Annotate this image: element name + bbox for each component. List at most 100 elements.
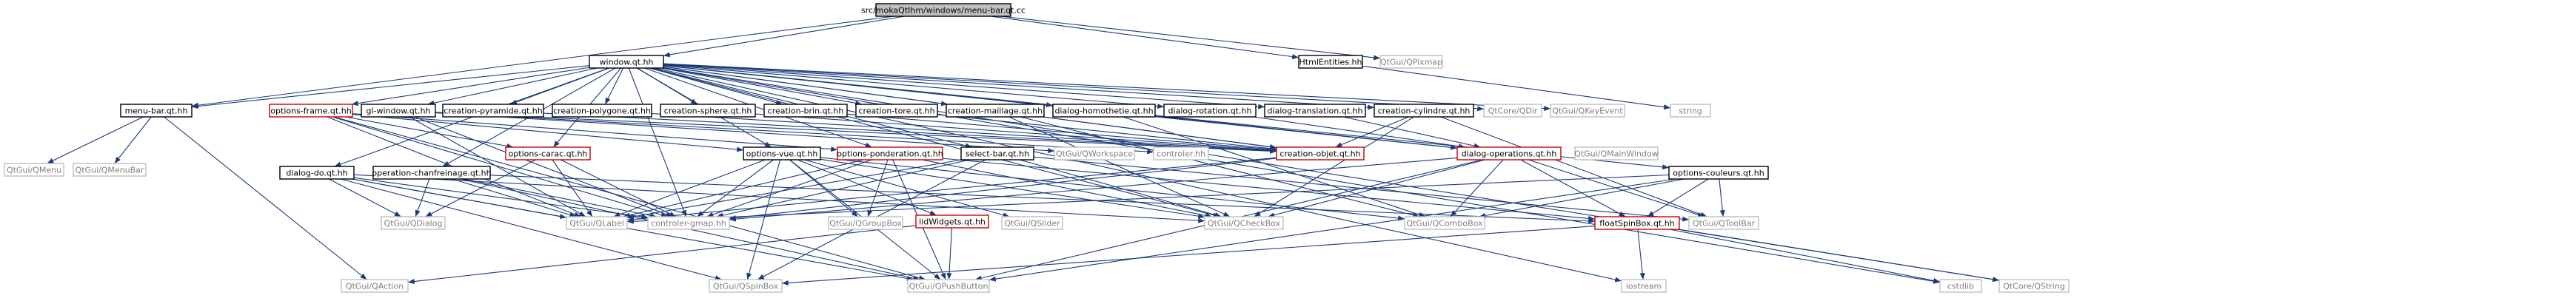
edge-menubarhh-to-qmenu [47,116,144,164]
node-box-creapyramide [442,104,544,118]
node-creamaillage[interactable]: creation-maillage.qt.hh [946,104,1045,118]
edge-root-to-menubarhh [191,16,894,108]
edge-window-to-qdir [663,63,1485,112]
node-box-glwindow [361,104,436,118]
node-optcarac[interactable]: options-carac.qt.hh [505,146,591,161]
node-creapyramide[interactable]: creation-pyramide.qt.hh [442,104,544,118]
node-dlgtrans[interactable]: dialog-translation.qt.hh [1264,104,1366,118]
node-label-window: window.qt.hh [600,58,654,67]
node-box-qcheckbox [1204,216,1284,230]
edge-optpond-to-controlergmap [706,159,872,217]
node-box-qcombobox [1404,216,1485,230]
node-controler: controler.hh [1153,146,1209,161]
edge-optionsframe-to-optvue [352,114,744,152]
node-label-qtoolbar: QtGui/QToolBar [1693,219,1756,229]
node-creapolygone[interactable]: creation-polygone.qt.hh [552,104,652,118]
edge-optpond-to-qgroupbox [867,159,889,217]
edge-optcarac-to-controlergmap [560,159,677,217]
node-qpixmap: QtGui/QPixmap [1379,55,1443,69]
node-optvue[interactable]: options-vue.qt.hh [743,146,821,161]
node-htmlentities[interactable]: HtmlEntities.hh [1298,55,1363,69]
edge-optcarac-to-qlabel [552,159,593,217]
edge-window-to-cstdlib [663,67,1941,284]
edge-dlgops-to-floatspin [1520,159,1626,217]
node-label-opchanfrein: operation-chanfreinage.qt.hh [372,169,491,178]
node-box-window [589,55,664,69]
edge-optionsframe-to-optpond [352,113,838,152]
edge-lidwidgets-to-qaction [407,225,917,285]
node-creacyl[interactable]: creation-cylindre.qt.hh [1374,104,1474,118]
node-optpond[interactable]: options-ponderation.qt.hh [837,146,943,161]
node-label-controlergmap: controler-gmap.hh [651,219,726,229]
node-label-creatore: creation-tore.qt.hh [858,107,934,116]
node-glwindow[interactable]: gl-window.qt.hh [361,104,436,118]
node-box-optcarac [505,146,591,161]
node-label-qstring: QtCore/QString [2003,282,2065,291]
edge-selectbar-to-qcheckbox [1019,159,1222,217]
node-root[interactable]: src/mokaQtIhm/windows/menu-bar.qt.cc [861,3,1026,17]
node-label-qmainwindow: QtGui/QMainWindow [1574,149,1659,159]
edge-opchanfrein-to-qdialog [415,178,430,217]
edge-optcouleurs-to-qcombobox [1479,178,1685,218]
node-label-optpond: options-ponderation.qt.hh [837,149,943,159]
node-dlgrot[interactable]: dialog-rotation.qt.hh [1163,104,1257,118]
edge-root-to-window [663,16,906,58]
edge-selectbar-to-qlabel [626,159,962,220]
node-label-dlgtrans: dialog-translation.qt.hh [1268,107,1363,116]
node-dlgops[interactable]: dialog-operations.qt.hh [1456,146,1562,161]
node-qpushbutton: QtGui/QPushButton [907,279,990,293]
node-creasphere[interactable]: creation-sphere.qt.hh [660,104,756,118]
node-selectbar[interactable]: select-bar.qt.hh [960,146,1034,161]
edge-creasphere-to-creaobjet [755,113,1277,153]
node-dlgdo[interactable]: dialog-do.qt.hh [279,166,355,180]
node-creabrin[interactable]: creation-brin.qt.hh [763,104,848,118]
edge-opchanfrein-to-qlabel [452,178,577,217]
node-box-qaction [341,279,409,293]
edge-lidwidgets-to-qpushbutton [946,227,953,280]
node-box-creasphere [660,104,756,118]
node-window[interactable]: window.qt.hh [589,55,664,69]
node-box-dlgdo [279,166,355,180]
edge-window-to-creacyl [663,64,1375,110]
node-box-optcouleurs [1668,166,1769,180]
node-box-dlgtrans [1264,104,1366,118]
node-box-qmainwindow [1574,146,1659,161]
node-lidwidgets[interactable]: lidWidgets.qt.hh [915,215,989,229]
node-box-opchanfrein [372,166,491,180]
node-qmenu: QtGui/QMenu [4,163,64,177]
node-label-qaction: QtGui/QAction [346,282,404,291]
edge-selectbar-to-qtoolbar [1033,156,1690,222]
node-label-optcouleurs: options-couleurs.qt.hh [1673,169,1764,178]
node-menubarhh[interactable]: menu-bar.qt.hh [120,104,193,118]
edge-optvue-to-lidwidgets [797,159,937,216]
node-box-htmlentities [1298,55,1363,69]
edge-selectbar-to-controlergmap [716,159,970,218]
node-box-selectbar [960,146,1034,161]
node-label-creapolygone: creation-polygone.qt.hh [553,107,651,116]
node-opchanfrein[interactable]: operation-chanfreinage.qt.hh [372,166,492,180]
node-floatspin[interactable]: floatSpinBox.qt.hh [1594,216,1680,230]
edge-opchanfrein-to-floatspin [489,175,1596,224]
node-optionsframe[interactable]: options-frame.qt.hh [269,104,353,118]
node-label-qmenu: QtGui/QMenu [7,166,61,175]
node-dlghomo[interactable]: dialog-homothetie.qt.hh [1052,104,1156,118]
node-box-controler [1153,146,1209,161]
node-qgroupbox: QtGui/QGroupBox [828,216,903,230]
edge-floatspin-to-cstdlib [1669,229,1941,283]
node-creatore[interactable]: creation-tore.qt.hh [855,104,938,118]
node-box-string [1670,104,1711,118]
node-label-qdialog: QtGui/QDialog [384,219,443,229]
node-label-glwindow: gl-window.qt.hh [367,107,431,116]
node-cstdlib: cstdlib [1939,279,1982,293]
node-optcouleurs[interactable]: options-couleurs.qt.hh [1668,166,1769,180]
node-box-qdialog [381,216,446,230]
edge-creamaillage-to-creaobjet [1043,116,1277,150]
edge-floatspin-to-iostream [1637,229,1645,280]
node-qslider: QtGui/QSlider [1001,216,1063,230]
edge-floatspin-to-qspinbox [781,225,1596,286]
edge-creacyl-to-qtoolbar [1440,116,1707,217]
edge-creamaillage-to-qcombobox [1020,116,1420,218]
edge-optvue-to-qspinbox [746,159,781,280]
node-creaobjet[interactable]: creation-objet.qt.hh [1276,146,1365,161]
edge-dlgdo-to-qpushbutton [352,178,914,281]
